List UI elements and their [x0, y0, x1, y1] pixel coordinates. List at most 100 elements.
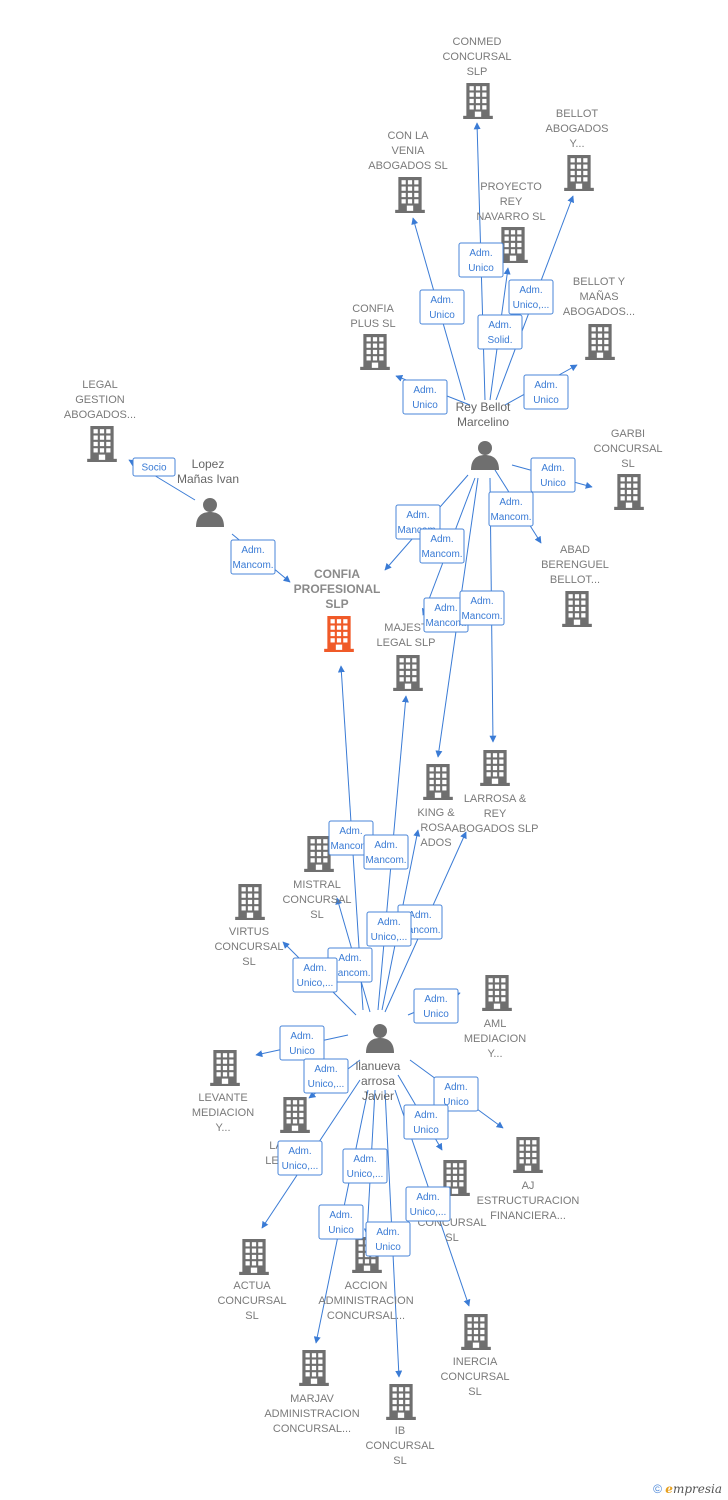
edge-label-text: Adm. — [519, 285, 542, 296]
edge-label-villanueva-to-virtus[interactable]: Adm.Unico,... — [292, 957, 338, 993]
node-label-line: Rey Bellot — [456, 400, 511, 414]
edge-label-rey_bellot-to-convenia[interactable]: Adm. Unico — [419, 289, 465, 325]
edge-label-text: Adm. — [444, 1082, 467, 1093]
node-label-line: ACTUA — [233, 1280, 271, 1292]
edge-label-rey_bellot-to-proyecto[interactable]: Adm.Solid. — [477, 314, 523, 350]
edge-label-text: Mancom. — [365, 855, 406, 866]
edge-label-villanueva-to-king[interactable]: Adm.Unico,... — [366, 911, 412, 947]
edge-label-text: Unico — [533, 395, 559, 406]
edge-label-villanueva-to-majest[interactable]: Adm. Mancom. — [363, 834, 409, 870]
edge-label-box — [132, 457, 176, 477]
edge-label-text: Adm. — [430, 295, 453, 306]
company-node-legal_gestion[interactable]: LEGALGESTIONABOGADOS... — [64, 379, 136, 462]
node-label-line: CONCURSAL — [282, 894, 351, 906]
edge-label-villanueva-to-inercia[interactable]: Adm.Unico,... — [405, 1186, 451, 1222]
company-node-levante[interactable]: LEVANTEMEDIACIONY... — [192, 1050, 254, 1134]
edge-label-rey_bellot-to-bellot_ay[interactable]: Adm.Unico,... — [508, 279, 554, 315]
edge-label-rey_bellot-to-abad[interactable]: Adm.Mancom. — [488, 491, 534, 527]
node-label-line: ABOGADOS SLP — [452, 823, 539, 835]
edge-label-villanueva-to-actua[interactable]: Adm.Unico,... — [303, 1058, 349, 1094]
company-building-icon — [386, 1384, 416, 1420]
company-node-bellot_ay[interactable]: BELLOTABOGADOSY... — [546, 108, 609, 191]
company-node-bellot_mn[interactable]: BELLOT YMAÑASABOGADOS... — [563, 276, 635, 360]
node-label-line: ROSA — [420, 822, 452, 834]
node-label-line: Y... — [215, 1122, 230, 1134]
edge-label-villanueva-to-levante[interactable]: Adm.Unico — [279, 1025, 325, 1061]
node-label-line: ACCION — [345, 1280, 388, 1292]
edge-label-villanueva-to-accion[interactable]: Adm.Unico,... — [342, 1148, 388, 1184]
edge-label-villanueva-to-concursal_sl[interactable]: Adm.Unico — [403, 1104, 449, 1140]
node-label-line: CON LA — [388, 130, 430, 142]
edge-label-text: Unico — [429, 310, 455, 321]
node-label-line: BELLOT... — [550, 574, 600, 586]
brand-logo[interactable]: empresia — [665, 1482, 722, 1496]
node-label-line: ABOGADOS SL — [368, 160, 447, 172]
edge-label-villanueva-to-aj[interactable]: Adm.Unico — [433, 1076, 479, 1112]
edge-label-box — [458, 242, 504, 278]
edge-label-villanueva-to-aml[interactable]: Adm.Unico — [413, 988, 459, 1024]
node-label-line: SL — [445, 1232, 458, 1244]
edge-label-rey_bellot-to-king[interactable]: Adm.Mancom. — [423, 597, 469, 633]
company-node-abad[interactable]: ABADBERENGUELBELLOT... — [541, 544, 609, 627]
edge-label-rey_bellot-to-majest[interactable]: Adm.Mancom. — [419, 528, 465, 564]
node-label-line: MAJEST — [384, 622, 428, 634]
copyright-footer: © empresia — [653, 1482, 722, 1496]
edge-label-text: Adm. — [374, 840, 397, 851]
edge-label-box — [342, 1148, 388, 1184]
edge-label-box — [402, 379, 448, 415]
node-label-line: LEVANTE — [198, 1092, 247, 1104]
company-node-accion[interactable]: ACCIONADMINISTRACIONCONCURSAL... — [318, 1237, 414, 1322]
edge-label-rey_bellot-to-conmed[interactable]: Adm.Unico — [458, 242, 504, 278]
company-node-majest[interactable]: MAJEST LEGAL SLP — [377, 622, 436, 691]
node-label-line: CONCURSAL — [440, 1371, 509, 1383]
node-label-line: llanueva — [356, 1059, 401, 1073]
edge-label-rey_bellot-to-confia_plus[interactable]: Adm.Unico — [402, 379, 448, 415]
edge-label-rey_bellot-to-larrosa_rey[interactable]: Adm.Mancom. — [459, 590, 505, 626]
edge-label-villanueva-to-marjav[interactable]: Adm.Unico — [318, 1204, 364, 1240]
edge-label-text: Adm. — [416, 1192, 439, 1203]
company-node-aj[interactable]: AJESTRUCTURACIONFINANCIERA... — [477, 1137, 580, 1222]
node-label-line: LEGAL SLP — [377, 637, 436, 649]
edge-label-text: Mancom. — [425, 618, 466, 629]
edge-label-box — [366, 911, 412, 947]
edge-label-villanueva-to-mistral[interactable]: Adm.Mancom. — [327, 947, 373, 983]
edge-label-villanueva-to-lec[interactable]: Adm.Unico,... — [277, 1140, 323, 1176]
edge-label-lopez-to-confia_prof[interactable]: Adm.Mancom. — [230, 539, 276, 575]
edge-label-lopez-to-legal_gestion[interactable]: Socio — [132, 457, 176, 477]
edge-label-villanueva-to-ib[interactable]: Adm.Unico — [365, 1221, 411, 1257]
node-label-line: CONFIA — [352, 303, 394, 315]
node-label-line: SLP — [467, 66, 488, 78]
node-label-line: CONCURSAL... — [327, 1310, 405, 1322]
node-label-line: LARROSA & — [464, 793, 527, 805]
edge-label-text: Adm. — [314, 1064, 337, 1075]
edge-label-box — [508, 279, 554, 315]
edge-label-text: Unico — [540, 478, 566, 489]
edge-label-rey_bellot-to-bellot_mn[interactable]: Adm.Unico — [523, 374, 569, 410]
edge-label-box — [365, 1221, 411, 1257]
edge-label-text: Mancom. — [421, 549, 462, 560]
edge-labels-layer: Adm.UnicoAdm.Unico,...Adm.UnicoAdm.Solid… — [132, 242, 576, 1257]
node-label-line: SLP — [325, 597, 348, 611]
edge-label-rey_bellot-to-garbi[interactable]: Adm.Unico — [530, 457, 576, 493]
company-node-aml[interactable]: AMLMEDIACIONY... — [464, 975, 526, 1060]
edge-label-box — [523, 374, 569, 410]
company-node-marjav[interactable]: MARJAVADMINISTRACIONCONCURSAL... — [264, 1350, 360, 1435]
edge-label-box — [459, 590, 505, 626]
